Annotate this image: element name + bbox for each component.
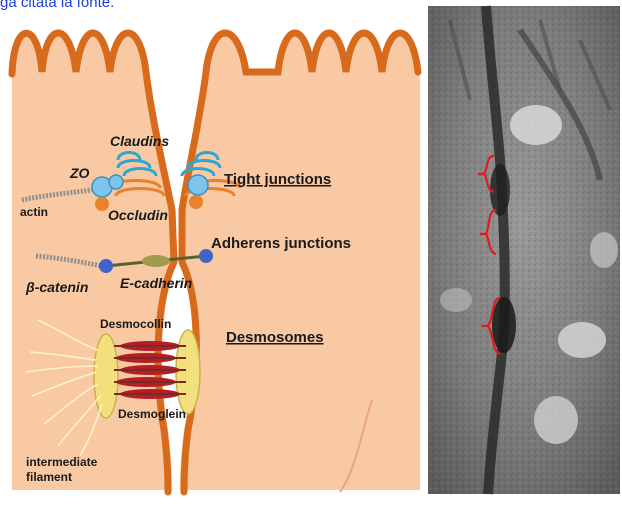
em-vacuole-4 [590,232,618,268]
label-adherens-junctions: Adherens junctions [211,235,351,252]
label-desmosomes: Desmosomes [226,329,324,346]
em-vacuole-5 [440,288,472,312]
label-claudins: Claudins [110,133,169,149]
e-cadherin-ectodomain [142,255,170,267]
label-filament: filament [26,470,72,484]
label-tight-junctions: Tight junctions [224,171,331,188]
schematic-panel: Claudins ZO actin Occludin Tight junctio… [12,33,420,493]
em-vacuole-3 [534,396,578,444]
label-occludin: Occludin [108,207,168,223]
micrograph-panel [428,6,620,494]
desmosome-plaque-right [176,330,200,414]
em-plaque-2 [492,297,516,353]
label-zo: ZO [69,165,90,181]
zo-left-2 [109,175,123,189]
label-actin: actin [20,205,48,219]
label-beta-catenin: β-catenin [25,279,88,295]
em-vacuole-2 [558,322,606,358]
beta-catenin-left [99,259,113,273]
zo-right [188,175,208,195]
em-vacuole-1 [510,105,562,145]
cell-cytoplasm [12,33,420,491]
label-desmoglein: Desmoglein [118,407,186,421]
caption-text: ga citata la fonte. [0,0,114,11]
label-intermediate: intermediate [26,455,98,469]
label-desmocollin: Desmocollin [100,317,171,331]
em-plaque-1 [490,164,510,216]
occludin-bead-left [95,197,109,211]
label-e-cadherin: E-cadherin [120,275,192,291]
occludin-bead-right [189,195,203,209]
